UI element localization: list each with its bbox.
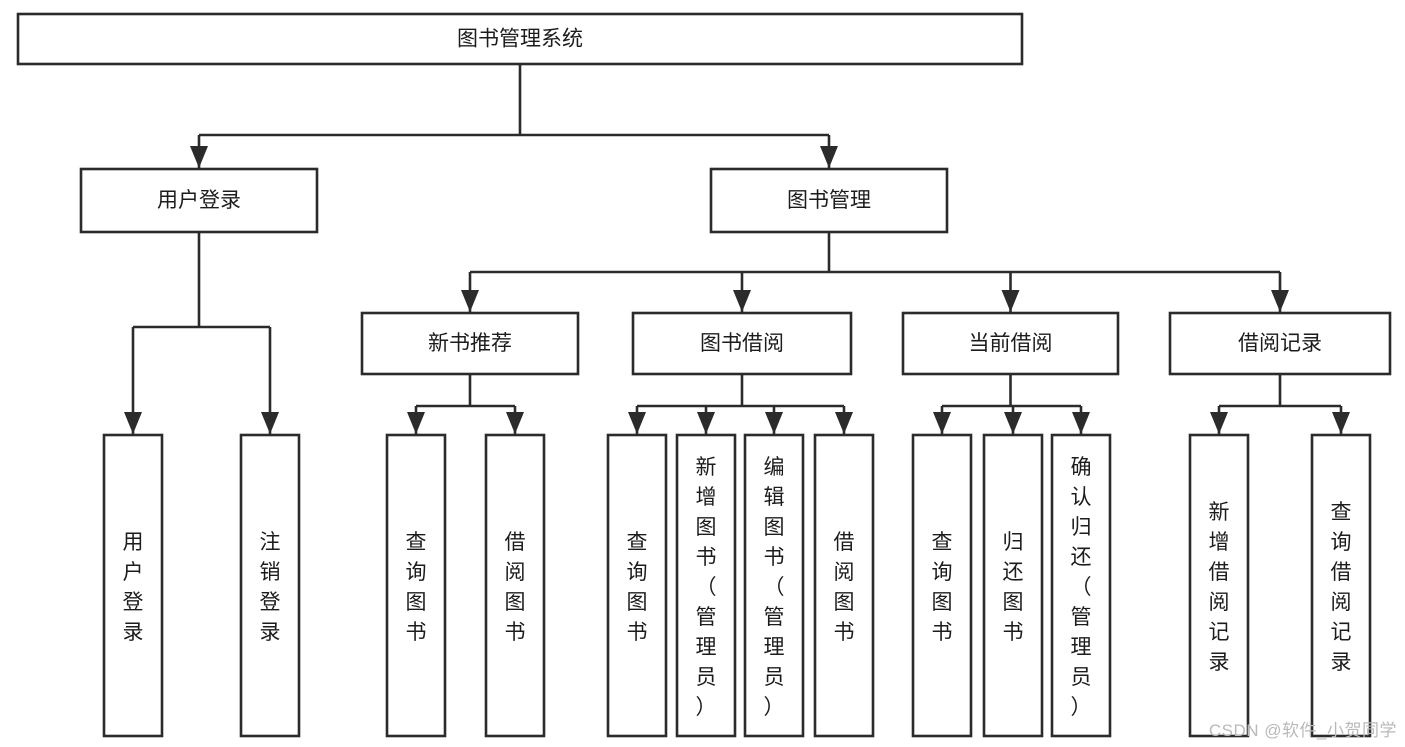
node-box — [911, 433, 973, 738]
connector-layer — [124, 64, 1350, 434]
node-leaf-user-logout[interactable]: 注销登录 — [239, 433, 301, 738]
node-current-borrow[interactable]: 当前借阅 — [901, 311, 1120, 376]
arrow-down-icon — [190, 146, 208, 168]
node-box — [16, 12, 1024, 66]
node-label: 确认归还（管理员） — [1071, 456, 1092, 719]
arrow-down-icon — [835, 412, 853, 434]
node-book-manage[interactable]: 图书管理 — [709, 167, 949, 234]
node-layer: 图书管理系统用户登录图书管理新书推荐图书借阅当前借阅借阅记录用户登录注销登录查询… — [16, 12, 1392, 738]
arrow-down-icon — [461, 290, 479, 312]
node-user-login[interactable]: 用户登录 — [79, 167, 319, 234]
arrow-down-icon — [407, 412, 425, 434]
arrow-down-icon — [697, 412, 715, 434]
arrow-down-icon — [1271, 290, 1289, 312]
arrow-down-icon — [933, 412, 951, 434]
node-box — [675, 433, 737, 738]
arrow-down-icon — [1001, 290, 1020, 312]
node-leaf-return-book[interactable]: 归还图书 — [982, 433, 1044, 738]
arrow-down-icon — [1072, 412, 1090, 434]
node-label: 借阅图书 — [834, 531, 855, 644]
node-new-book-rec[interactable]: 新书推荐 — [360, 311, 580, 376]
node-box — [1168, 311, 1392, 376]
node-box — [385, 433, 447, 738]
node-box — [709, 167, 949, 234]
arrow-down-icon — [820, 146, 838, 168]
node-box — [79, 167, 319, 234]
node-box — [1188, 433, 1250, 738]
node-label: 新增借阅记录 — [1209, 501, 1230, 674]
node-leaf-query-book-3[interactable]: 查询图书 — [911, 433, 973, 738]
node-box — [239, 433, 301, 738]
node-leaf-edit-book[interactable]: 编辑图书（管理员） — [743, 433, 805, 738]
node-box — [982, 433, 1044, 738]
node-label: 查询图书 — [627, 531, 648, 644]
node-label: 借阅记录 — [1238, 332, 1322, 355]
node-leaf-query-book-2[interactable]: 查询图书 — [606, 433, 668, 738]
node-leaf-user-login[interactable]: 用户登录 — [102, 433, 164, 738]
node-box — [606, 433, 668, 738]
arrow-down-icon — [733, 290, 751, 312]
node-label: 图书管理 — [787, 189, 871, 212]
arrow-down-icon — [1332, 412, 1350, 434]
arrow-down-icon — [1004, 412, 1022, 434]
node-box — [631, 311, 853, 376]
node-box — [901, 311, 1120, 376]
node-borrow-record[interactable]: 借阅记录 — [1168, 311, 1392, 376]
node-label: 编辑图书（管理员） — [764, 456, 785, 719]
arrow-down-icon — [506, 412, 524, 434]
node-box — [813, 433, 875, 738]
arrow-down-icon — [1210, 412, 1228, 434]
node-label: 图书管理系统 — [457, 28, 583, 51]
node-box — [102, 433, 164, 738]
node-leaf-borrow-book-2[interactable]: 借阅图书 — [813, 433, 875, 738]
node-label: 查询图书 — [932, 531, 953, 644]
node-label: 新书推荐 — [428, 332, 512, 355]
node-box — [484, 433, 546, 738]
node-leaf-confirm-return[interactable]: 确认归还（管理员） — [1050, 433, 1112, 738]
node-label: 查询借阅记录 — [1331, 501, 1352, 674]
node-label: 注销登录 — [260, 531, 281, 644]
node-label: 借阅图书 — [505, 531, 526, 644]
node-leaf-add-book[interactable]: 新增图书（管理员） — [675, 433, 737, 738]
node-box — [743, 433, 805, 738]
node-root[interactable]: 图书管理系统 — [16, 12, 1024, 66]
node-label: 归还图书 — [1003, 531, 1024, 644]
arrow-down-icon — [628, 412, 646, 434]
node-label: 查询图书 — [406, 531, 427, 644]
node-box — [1050, 433, 1112, 738]
node-label: 用户登录 — [123, 531, 144, 644]
arrow-down-icon — [261, 412, 279, 434]
node-leaf-query-record[interactable]: 查询借阅记录 — [1310, 433, 1372, 738]
node-leaf-query-book-1[interactable]: 查询图书 — [385, 433, 447, 738]
node-label: 新增图书（管理员） — [696, 456, 717, 719]
node-book-borrow[interactable]: 图书借阅 — [631, 311, 853, 376]
arrow-down-icon — [124, 412, 142, 434]
node-leaf-add-record[interactable]: 新增借阅记录 — [1188, 433, 1250, 738]
node-label: 图书借阅 — [700, 332, 784, 355]
arrow-down-icon — [765, 412, 783, 434]
node-label: 当前借阅 — [969, 332, 1053, 355]
node-label: 用户登录 — [157, 189, 241, 212]
node-box — [360, 311, 580, 376]
node-box — [1310, 433, 1372, 738]
node-leaf-borrow-book-1[interactable]: 借阅图书 — [484, 433, 546, 738]
